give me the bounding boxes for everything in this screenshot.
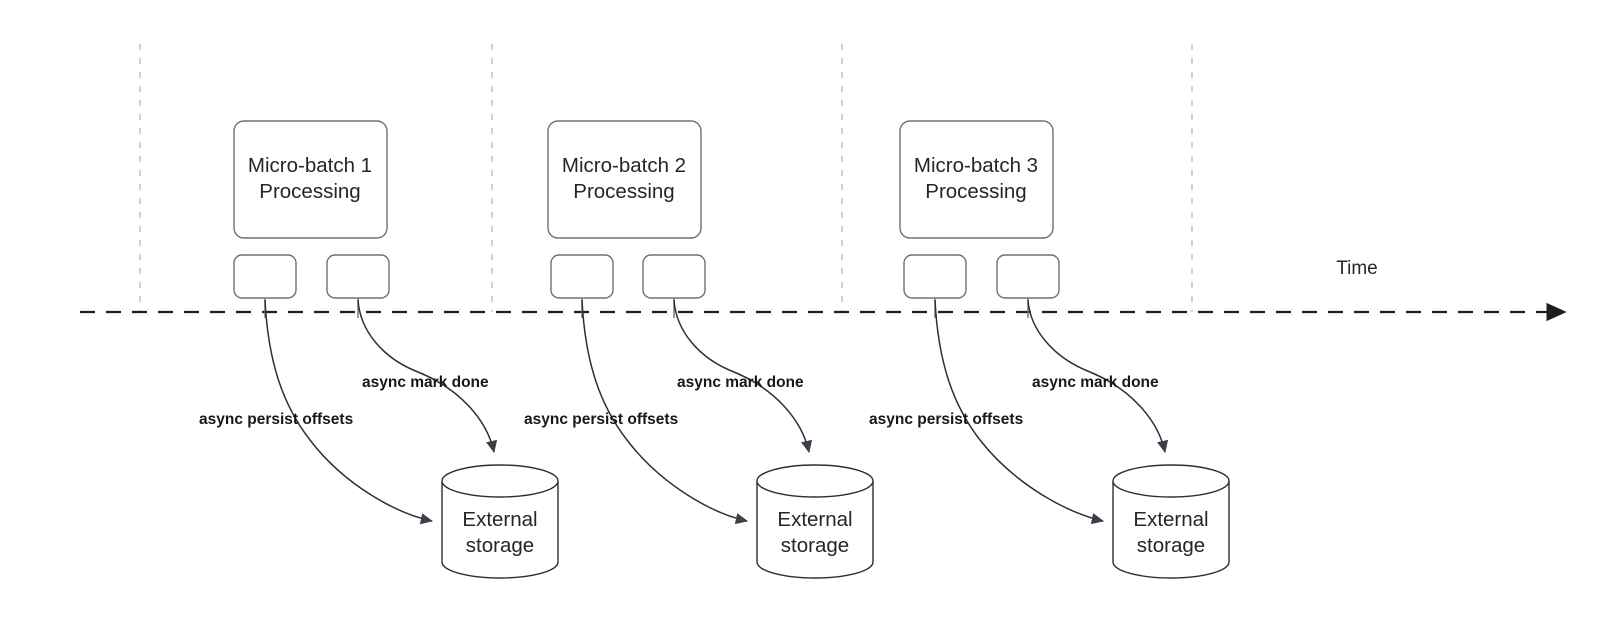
external-storage-2-label-line1: External <box>777 508 852 531</box>
micro-batch-1-label-line2: Processing <box>259 180 360 203</box>
micro-batch-3-label-line1: Micro-batch 3 <box>914 154 1038 177</box>
async-persist-offsets-label-3: async persist offsets <box>869 411 1023 428</box>
micro-batch-3-box[interactable] <box>899 120 1054 239</box>
micro-batch-2-task-a[interactable] <box>550 254 614 299</box>
micro-batch-2-label-line2: Processing <box>573 180 674 203</box>
async-mark-done-edge-3 <box>1027 299 1169 454</box>
micro-batch-2-task-b[interactable] <box>642 254 706 299</box>
timeline-boundary-ticks <box>139 44 1193 312</box>
external-storage-1-label-line2: storage <box>466 534 534 557</box>
micro-batch-2-box[interactable] <box>547 120 702 239</box>
async-persist-offsets-label-2: async persist offsets <box>524 411 678 428</box>
async-mark-done-edge-2 <box>673 299 813 454</box>
micro-batch-3-label-line2: Processing <box>925 180 1026 203</box>
micro-batch-1-task-b[interactable] <box>326 254 390 299</box>
external-storage-3-top <box>1112 464 1230 498</box>
async-persist-offsets-label-1: async persist offsets <box>199 411 353 428</box>
micro-batch-group-2: Micro-batch 2 Processing async persist o… <box>524 120 874 579</box>
micro-batch-group-3: Micro-batch 3 Processing async persist o… <box>869 120 1230 579</box>
external-storage-1-label-line1: External <box>462 508 537 531</box>
micro-batch-2-label-line1: Micro-batch 2 <box>562 154 686 177</box>
external-storage-3-label-line1: External <box>1133 508 1208 531</box>
async-mark-done-label-2: async mark done <box>677 374 804 391</box>
external-storage-2-body <box>756 481 874 579</box>
external-storage-3-body <box>1112 481 1230 579</box>
external-storage-3-label-line2: storage <box>1137 534 1205 557</box>
external-storage-1[interactable]: External storage <box>441 464 559 579</box>
external-storage-2-top <box>756 464 874 498</box>
async-mark-done-edge-1 <box>357 299 498 454</box>
micro-batch-3-task-b[interactable] <box>996 254 1060 299</box>
async-mark-done-label-1: async mark done <box>362 374 489 391</box>
external-storage-2[interactable]: External storage <box>756 464 874 579</box>
micro-batch-group-1: Micro-batch 1 Processing async persist o… <box>199 120 559 579</box>
external-storage-1-top <box>441 464 559 498</box>
micro-batch-1-label-line1: Micro-batch 1 <box>248 154 372 177</box>
external-storage-2-label-line2: storage <box>781 534 849 557</box>
async-persist-offsets-edge-1 <box>264 299 434 525</box>
external-storage-3[interactable]: External storage <box>1112 464 1230 579</box>
async-persist-offsets-edge-3 <box>934 299 1105 525</box>
external-storage-1-body <box>441 481 559 579</box>
micro-batch-3-task-a[interactable] <box>903 254 967 299</box>
micro-batch-1-box[interactable] <box>233 120 388 239</box>
async-persist-offsets-edge-2 <box>581 299 749 525</box>
time-axis-label: Time <box>1336 258 1378 279</box>
micro-batch-1-task-a[interactable] <box>233 254 297 299</box>
async-mark-done-label-3: async mark done <box>1032 374 1159 391</box>
